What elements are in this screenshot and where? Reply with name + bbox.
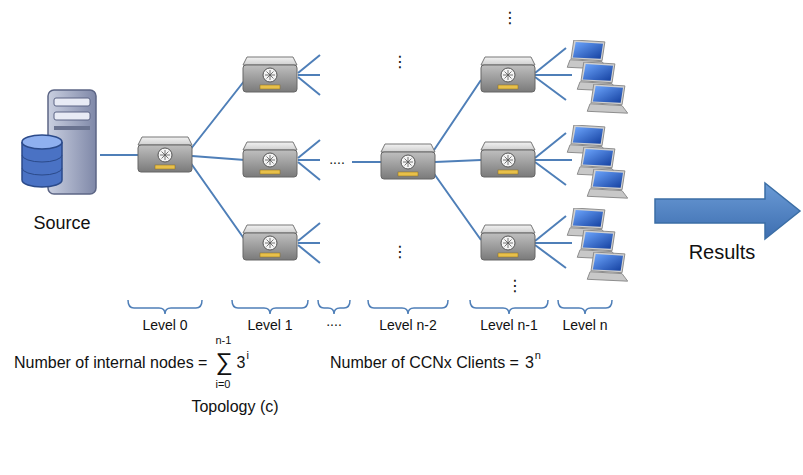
- ellipsis-dots: ....: [326, 314, 342, 329]
- link-lines: [100, 48, 572, 268]
- level-braces: [128, 300, 612, 314]
- ellipsis-dots: ⋮: [507, 277, 523, 295]
- results-arrow: [655, 183, 800, 239]
- level-label: Level n-1: [480, 318, 538, 333]
- level-label: Level 1: [247, 318, 292, 333]
- node-label: Source: [12, 213, 112, 234]
- ellipsis-dots: ⋮: [502, 9, 518, 27]
- formula-base: 3: [237, 354, 246, 372]
- formula-text: Number of CCNx Clients =: [330, 354, 519, 372]
- sum-lower-bound: i=0: [215, 378, 230, 390]
- router-icons: [138, 57, 535, 260]
- ellipsis-dots: ....: [329, 152, 345, 167]
- server-icon: [22, 90, 96, 194]
- sum-symbol: ∑: [215, 349, 232, 375]
- ellipsis-dots: ⋮: [392, 243, 408, 261]
- sum-upper-bound: n-1: [215, 334, 231, 346]
- server-node: Source: [12, 86, 112, 234]
- level-label: Level n-2: [379, 318, 437, 333]
- output-label: Results: [689, 241, 756, 263]
- formula-exponent: n: [535, 349, 541, 361]
- level-label: Level 0: [142, 318, 187, 333]
- figure-caption: Topology (c): [191, 398, 278, 416]
- formula-exponent: i: [246, 349, 248, 361]
- ellipsis-dots: ⋮: [392, 53, 408, 71]
- client-laptops: [567, 40, 627, 281]
- formula-text: Number of internal nodes =: [14, 354, 207, 372]
- formula-base: 3: [525, 354, 534, 372]
- level-label: Level n: [562, 318, 607, 333]
